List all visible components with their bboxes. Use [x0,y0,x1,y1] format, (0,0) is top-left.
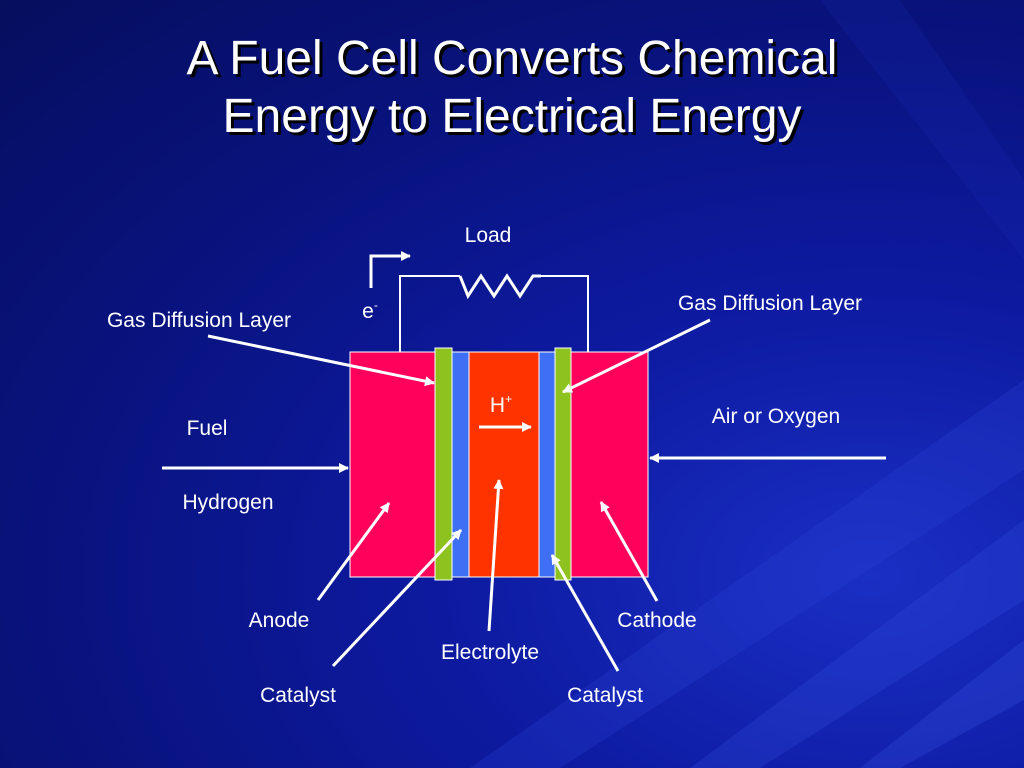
cathode-label: Cathode [617,609,697,632]
slide-title: A Fuel Cell Converts Chemical Energy to … [0,30,1024,146]
gas-diffusion-layer-anode [434,347,453,581]
label-pointers [207,318,711,672]
proton-label: H+ [489,392,513,418]
catalyst-layer-anode [451,351,470,578]
fuel-cell [349,347,649,581]
pointer-gdl-left [207,334,435,387]
proton-charge: + [505,392,513,406]
cathode [570,351,649,578]
pointer-catalyst-right [550,554,620,672]
electron-flow-arrow [369,251,411,288]
gas-diffusion-layer-right-label: Gas Diffusion Layer [677,292,863,315]
title-line-2: Energy to Electrical Energy [222,90,802,143]
pointer-electrolyte [487,479,504,632]
electron-symbol: e [362,300,374,323]
proton-symbol: H [489,394,506,417]
electron-charge: - [373,298,378,312]
circuit-wire-right [541,275,589,352]
pointer-cathode [599,501,659,602]
circuit-wire [399,275,460,352]
air-oxygen-label: Air or Oxygen [711,405,841,428]
load-resistor [458,273,541,300]
title-line-1: A Fuel Cell Converts Chemical [186,32,838,85]
pointer-gdl-right [562,318,711,394]
hydrogen-label: Hydrogen [182,491,274,514]
gas-diffusion-layer-cathode [554,347,572,581]
pointer-catalyst-left [331,528,463,668]
electrolyte-label: Electrolyte [440,641,540,664]
anode [349,351,437,578]
anode-label: Anode [248,609,310,632]
electron-label: e- [362,298,378,324]
catalyst-layer-cathode [538,351,556,578]
external-circuit [369,251,589,352]
catalyst-left-label: Catalyst [260,684,336,707]
gas-diffusion-layer-left-label: Gas Diffusion Layer [106,309,292,332]
fuel-label: Fuel [186,417,228,440]
catalyst-right-label: Catalyst [567,684,643,707]
electrolyte-membrane [468,351,540,578]
pointer-anode [316,502,391,601]
load-label: Load [464,224,512,247]
